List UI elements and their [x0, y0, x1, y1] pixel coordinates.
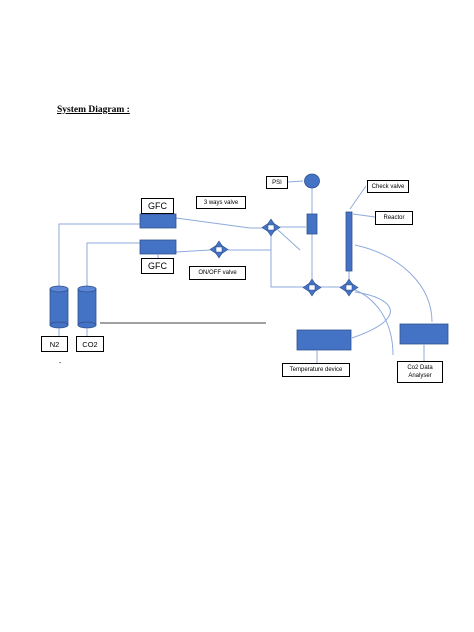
n2-label: N2 [41, 336, 68, 352]
on-off-valve-label: ON/OFF valve [189, 266, 246, 280]
psi-label: PSI [266, 176, 288, 189]
reactor-tube [345, 211, 353, 272]
reactor-pointer [352, 213, 376, 218]
pipe-n2-to-gfc [58, 223, 140, 290]
n2-cylinder [49, 285, 69, 329]
gfc-top-label: GFC [141, 198, 174, 214]
bottom-left-valve-icon [302, 278, 322, 297]
co2-label: CO2 [76, 336, 104, 352]
psi-label-arrow [287, 180, 304, 183]
three-way-valve-label: 3 ways valve [196, 196, 246, 209]
co2-analyser-label-line1: Co2 Data [407, 365, 433, 371]
pipe-3way-vertical [270, 234, 305, 288]
pipe-valve-to-temperature [351, 291, 391, 339]
three-way-valve-icon [261, 218, 281, 237]
pipe-co2-to-gfc [86, 242, 140, 290]
check-valve-label: Check valve [367, 180, 409, 193]
stray-mark: - [59, 360, 62, 367]
co2-analyser-block [399, 323, 449, 345]
gfc-bottom-label: GFC [141, 258, 174, 274]
co2-analyser-label-line2: Analyser [408, 373, 432, 379]
page-title: System Diagram : [57, 105, 130, 115]
pipe-reactor-to-analyser [354, 244, 433, 323]
temperature-device-block [296, 329, 352, 351]
pipes [58, 188, 433, 356]
pipe-gfc-bottom-to-onoff [175, 249, 211, 253]
psi-gauge-icon [304, 173, 320, 189]
check-valve-pointer [349, 185, 367, 210]
reactor-label: Reactor [375, 211, 413, 225]
pipe-3way-right [277, 229, 301, 251]
gfc-bottom-block [139, 239, 177, 255]
on-off-valve-icon [209, 240, 229, 259]
bottom-right-valve-icon [339, 278, 359, 297]
temperature-device-label: Temperature device [282, 363, 350, 377]
column-block [306, 213, 318, 235]
gfc-top-block [139, 213, 177, 229]
pipe-gfc-top-to-3way [175, 217, 263, 229]
co2-cylinder [77, 285, 97, 329]
pipe-outlet-curve [354, 289, 394, 356]
co2-analyser-label: Co2 Data Analyser [397, 361, 443, 383]
